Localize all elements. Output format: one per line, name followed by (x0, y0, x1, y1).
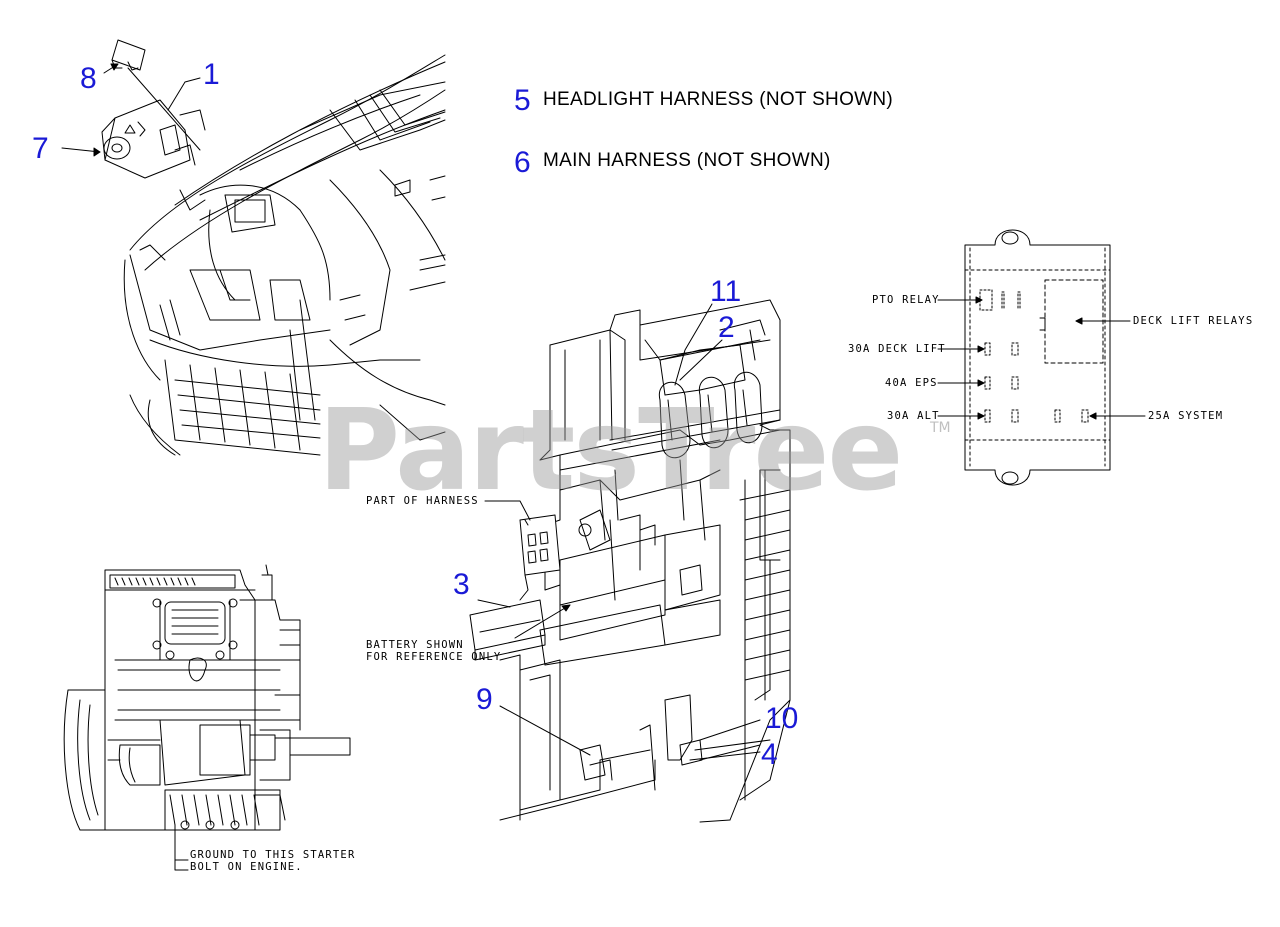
partstree-watermark: PartsTree (318, 386, 903, 516)
callout-3: 3 (453, 568, 470, 601)
label-battery-line1: BATTERY SHOWN (366, 639, 464, 651)
label-40a-eps: 40A EPS (885, 377, 938, 389)
callout-11: 11 (710, 275, 742, 308)
tractor-hood-drawing (123, 54, 446, 456)
callout-10: 10 (765, 702, 799, 735)
callout-9: 9 (476, 683, 493, 716)
label-part-of-harness: PART OF HARNESS (366, 495, 479, 507)
callout-2: 2 (718, 311, 735, 344)
note-main-harness: MAIN HARNESS (NOT SHOWN) (543, 150, 831, 171)
note-headlight-harness: HEADLIGHT HARNESS (NOT SHOWN) (543, 89, 894, 110)
key-switch-drawing (101, 99, 206, 179)
callout-6: 6 (514, 146, 531, 179)
label-ground-line1: GROUND TO THIS STARTER (190, 849, 356, 861)
label-battery-line2: FOR REFERENCE ONLY (366, 651, 502, 663)
callout-8: 8 (80, 62, 97, 95)
callout-4: 4 (761, 738, 778, 771)
label-30a-deck-lift: 30A DECK LIFT (848, 343, 946, 355)
trademark-symbol: TM (930, 420, 951, 436)
callout-7: 7 (32, 132, 49, 165)
label-30a-alt: 30A ALT (887, 410, 940, 422)
label-deck-lift-relays: DECK LIFT RELAYS (1133, 315, 1254, 327)
callout-5: 5 (514, 84, 531, 117)
engine-drawing (63, 564, 351, 871)
harness-relay-drawing (519, 514, 561, 601)
frame-drawing (469, 299, 791, 823)
leader-lines (61, 63, 771, 761)
label-ground-line2: BOLT ON ENGINE. (190, 861, 303, 873)
label-pto-relay: PTO RELAY (872, 294, 940, 306)
fuse-block-drawing (937, 229, 1146, 486)
relay-item-8-drawing (111, 39, 146, 71)
label-25a-system: 25A SYSTEM (1148, 410, 1224, 422)
callout-1: 1 (203, 58, 220, 91)
